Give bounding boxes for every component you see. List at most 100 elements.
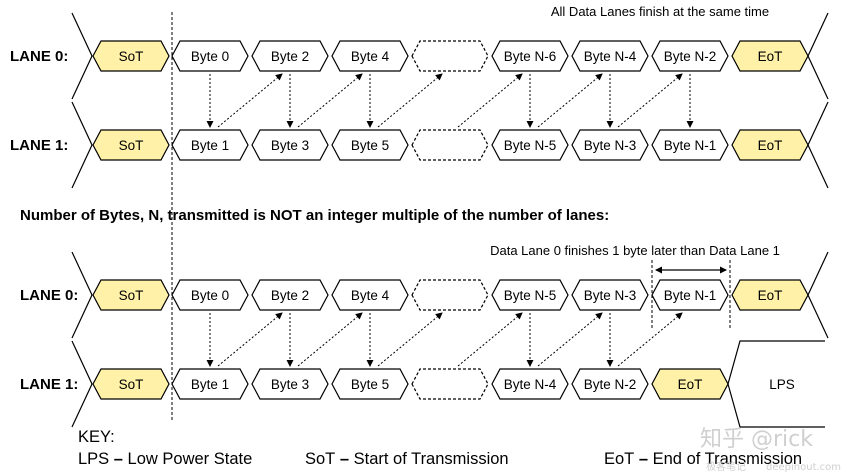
sot-box [92, 129, 170, 161]
byte-box [171, 279, 249, 311]
box-label: EoT [758, 138, 783, 153]
box-label: Byte 0 [191, 49, 229, 64]
key-title: KEY: [78, 428, 115, 446]
lane-end-line [807, 294, 829, 339]
box-label: Byte 4 [351, 49, 390, 64]
box-label: Byte N-6 [504, 49, 557, 64]
byte-box [571, 368, 649, 400]
byte-order-arrow [297, 312, 363, 367]
lane-start-line [71, 383, 93, 428]
box-label: EoT [758, 288, 783, 303]
lane-start-line [71, 340, 93, 385]
byte-box [491, 368, 569, 400]
box-label: Byte N-4 [584, 49, 637, 64]
byte-box [251, 40, 329, 72]
box-label: Byte 5 [351, 138, 389, 153]
byte-box [651, 40, 729, 72]
box-label: Byte 2 [271, 288, 309, 303]
byte-order-arrow [217, 73, 283, 128]
byte-box [171, 368, 249, 400]
byte-box [331, 40, 409, 72]
box-label: SoT [119, 49, 144, 64]
byte-box [571, 129, 649, 161]
byte-order-arrow [617, 73, 683, 128]
lane-start-line [71, 101, 93, 146]
bottom-note: Data Lane 0 finishes 1 byte later than D… [490, 243, 780, 258]
sot-box [92, 368, 170, 400]
key-eot: EoT – End of Transmission [604, 450, 802, 468]
byte-box [171, 129, 249, 161]
box-label: Byte 3 [271, 377, 309, 392]
box-label: Byte N-1 [664, 288, 717, 303]
box-label: Byte N-1 [664, 138, 717, 153]
lane-start-line [71, 12, 93, 57]
box-label: Byte N-3 [584, 138, 637, 153]
d1-lane1-label: LANE 1: [10, 137, 68, 154]
byte-box [491, 279, 569, 311]
d2-lane1-label: LANE 1: [20, 376, 78, 393]
byte-order-arrow [617, 312, 683, 367]
lane-start-line [71, 144, 93, 189]
ellipsis-box [411, 279, 489, 311]
box-label: EoT [758, 49, 783, 64]
ellipsis-box [411, 129, 489, 161]
byte-order-arrow [217, 312, 283, 367]
box-label: Byte 2 [271, 49, 309, 64]
byte-order-arrow [457, 312, 523, 367]
watermark-main: 知乎 @rick [700, 427, 813, 452]
byte-box [571, 40, 649, 72]
box-label: Byte 0 [191, 288, 229, 303]
lane-start-line [71, 294, 93, 339]
section-heading: Number of Bytes, N, transmitted is NOT a… [20, 207, 609, 224]
box-label: Byte N-2 [664, 49, 717, 64]
byte-order-arrow [537, 73, 603, 128]
box-label: Byte 1 [191, 138, 229, 153]
byte-box [331, 368, 409, 400]
lps-line [727, 383, 825, 428]
byte-box [171, 40, 249, 72]
watermark-sub: 极客笔记 [706, 460, 746, 473]
watermark-url: deepinout.com [766, 462, 841, 473]
byte-order-arrow [377, 73, 443, 128]
key-lps: LPS – Low Power State [78, 450, 252, 468]
diagram2-lane0: SoT Byte 0 Byte 2 Byte 4 Byte N-5 Byte N-3 Byt… [71, 251, 829, 339]
byte-box [251, 129, 329, 161]
byte-box [651, 129, 729, 161]
sot-box [92, 279, 170, 311]
byte-box [251, 368, 329, 400]
lane-end-line [807, 12, 829, 57]
byte-order-arrow [377, 312, 443, 367]
box-label: Byte N-5 [504, 288, 557, 303]
box-label: SoT [119, 377, 144, 392]
ellipsis-box [411, 368, 489, 400]
box-label: SoT [119, 288, 144, 303]
lane-end-line [807, 55, 829, 100]
byte-box [491, 129, 569, 161]
lane-start-line [71, 55, 93, 100]
byte-box [251, 279, 329, 311]
sot-box [92, 40, 170, 72]
box-label: SoT [119, 138, 144, 153]
box-label: Byte N-3 [584, 288, 637, 303]
key-sot: SoT – Start of Transmission [305, 450, 509, 468]
byte-order-arrow [297, 73, 363, 128]
d2-lane0-label: LANE 0: [20, 287, 78, 304]
byte-box [331, 279, 409, 311]
lane-end-line [807, 144, 829, 189]
lane-end-line [807, 101, 829, 146]
box-label: EoT [678, 377, 703, 392]
byte-box [491, 40, 569, 72]
byte-box [651, 279, 729, 311]
box-label: Byte N-2 [584, 377, 637, 392]
box-label: Byte 1 [191, 377, 229, 392]
box-label: Byte 4 [351, 288, 390, 303]
diagram1-lane0: SoT Byte 0 Byte 2 Byte 4 Byte N-6 Byte N-4 Byt… [71, 12, 829, 100]
lps-label: LPS [769, 377, 795, 392]
byte-box [571, 279, 649, 311]
box-label: Byte N-4 [504, 377, 557, 392]
d1-lane0-label: LANE 0: [10, 48, 68, 65]
byte-order-arrows [206, 73, 694, 367]
